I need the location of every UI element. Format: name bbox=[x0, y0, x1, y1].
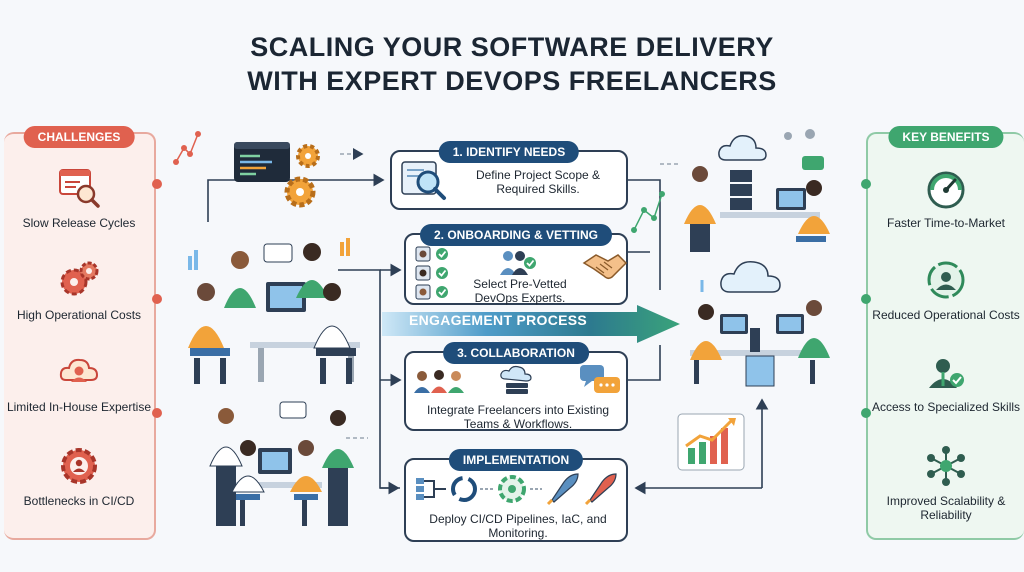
challenge-label: High Operational Costs bbox=[16, 308, 142, 322]
challenge-label: Limited In-House Expertise bbox=[6, 400, 152, 414]
step-header: 2. ONBOARDING & VETTING bbox=[419, 224, 613, 246]
gear-person-icon bbox=[61, 448, 97, 484]
network-decoration-icon bbox=[631, 191, 665, 233]
challenge-label: Bottlenecks in CI/CD bbox=[23, 494, 135, 508]
benefits-header: KEY BENEFITS bbox=[888, 126, 1004, 148]
engagement-process-arrow bbox=[382, 305, 680, 343]
benefit-label: Reduced Operational Costs bbox=[872, 308, 1020, 322]
search-window-icon bbox=[59, 169, 100, 208]
challenges-connector-dot bbox=[152, 408, 162, 418]
benefit-item-reduced-costs: Reduced Operational Costs bbox=[868, 258, 1024, 322]
benefits-connector-dot bbox=[861, 408, 871, 418]
benefit-item-scalability: Improved Scalability & Reliability bbox=[868, 444, 1024, 522]
challenges-header: CHALLENGES bbox=[23, 126, 135, 148]
step-header: IMPLEMENTATION bbox=[448, 449, 584, 471]
challenges-panel: CHALLENGES Slow Release Cycles High Oper… bbox=[4, 126, 156, 540]
speedometer-icon bbox=[927, 171, 965, 209]
step-description: Define Project Scope & Required Skills. bbox=[475, 168, 601, 196]
challenge-item-bottlenecks: Bottlenecks in CI/CD bbox=[4, 444, 154, 508]
network-decoration-icon bbox=[173, 131, 201, 165]
step-identify-needs: 1. IDENTIFY NEEDS Define Project Scope &… bbox=[390, 141, 628, 210]
pipeline-rocket-icon bbox=[416, 473, 617, 506]
step-description: Deploy CI/CD Pipelines, IaC, and Monitor… bbox=[429, 512, 607, 540]
user-cloud-icon bbox=[59, 358, 99, 382]
benefits-connector-dot bbox=[861, 294, 871, 304]
benefit-label: Access to Specialized Skills bbox=[871, 400, 1021, 414]
title-line-1: SCALING YOUR SOFTWARE DELIVERY bbox=[250, 32, 774, 62]
benefit-label: Improved Scalability & Reliability bbox=[886, 494, 1006, 522]
gears-icon bbox=[60, 261, 99, 296]
user-check-icon bbox=[929, 359, 964, 388]
page-title: SCALING YOUR SOFTWARE DELIVERY WITH EXPE… bbox=[0, 30, 1024, 98]
code-window-gears-illustration bbox=[234, 142, 320, 208]
chat-bubbles-icon bbox=[580, 365, 620, 393]
benefit-label: Faster Time-to-Market bbox=[886, 216, 1006, 230]
handshake-icon bbox=[582, 254, 628, 280]
challenge-item-slow-release: Slow Release Cycles bbox=[4, 166, 154, 230]
cost-cycle-icon bbox=[927, 261, 965, 299]
step-implementation: IMPLEMENTATION Deploy CI/CD Pipelines, I… bbox=[404, 449, 628, 542]
benefits-panel: KEY BENEFITS Faster Time-to-Market Reduc… bbox=[866, 126, 1024, 540]
step-description: Select Pre-Vetted DevOps Experts. bbox=[473, 277, 567, 305]
cloud-workspace-illustration bbox=[684, 129, 830, 252]
magnifier-document-icon bbox=[401, 161, 446, 200]
benefit-item-specialized-skills: Access to Specialized Skills bbox=[868, 350, 1024, 414]
step-header: 1. IDENTIFY NEEDS bbox=[438, 141, 580, 163]
step-header: 3. COLLABORATION bbox=[443, 342, 589, 364]
cloud-server-icon bbox=[500, 365, 532, 394]
team-icon bbox=[500, 251, 536, 275]
challenges-connector-dot bbox=[152, 179, 162, 189]
step-description: Integrate Freelancers into Existing Team… bbox=[426, 403, 610, 431]
step-onboarding-vetting: 2. ONBOARDING & VETTING Select Pre-Vette… bbox=[404, 224, 628, 305]
challenges-connector-dot bbox=[152, 294, 162, 304]
engagement-process-label: ENGAGEMENT PROCESS bbox=[408, 312, 588, 328]
team-meeting-illustration bbox=[188, 238, 360, 384]
team-group-icon bbox=[414, 370, 464, 393]
growth-chart-icon bbox=[677, 413, 745, 471]
challenge-label: Slow Release Cycles bbox=[22, 216, 136, 230]
cloud-team-illustration bbox=[690, 261, 830, 387]
benefit-item-time-to-market: Faster Time-to-Market bbox=[868, 166, 1024, 230]
benefits-connector-dot bbox=[861, 179, 871, 189]
challenge-item-limited-expertise: Limited In-House Expertise bbox=[4, 350, 154, 414]
step-collaboration: 3. COLLABORATION Integrate Freelancers i… bbox=[404, 342, 628, 431]
title-line-2: WITH EXPERT DEVOPS FREELANCERS bbox=[247, 66, 777, 96]
network-icon bbox=[927, 446, 965, 486]
candidate-checklist-icon bbox=[415, 246, 448, 300]
challenge-item-operational-costs: High Operational Costs bbox=[4, 258, 154, 322]
collaboration-team-illustration bbox=[209, 401, 354, 526]
